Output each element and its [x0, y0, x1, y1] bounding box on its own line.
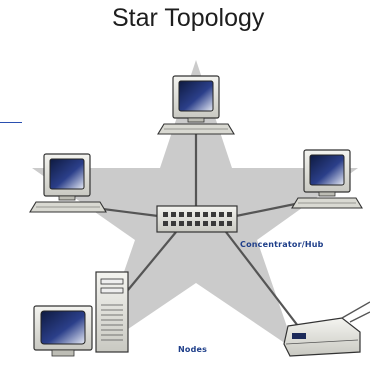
cables: [94, 130, 301, 327]
desktop-computer-icon: [291, 149, 363, 209]
monitor-icon: [33, 305, 93, 357]
nodes-label: Nodes: [178, 345, 207, 354]
printer-icon: [283, 301, 370, 357]
decorative-line: [0, 122, 22, 123]
desktop-computer-icon: [157, 75, 235, 135]
desktop-computer-icon: [29, 153, 107, 213]
cable-bottom-right: [225, 231, 299, 327]
hub-label: Concentrator/Hub: [240, 240, 324, 249]
cable-bottom-left: [127, 231, 177, 291]
cable-right: [235, 201, 301, 218]
diagram-title: Star Topology: [112, 4, 265, 32]
tower-computer-icon: [95, 271, 129, 353]
cable-left: [94, 206, 159, 218]
hub-icon: [156, 205, 238, 233]
